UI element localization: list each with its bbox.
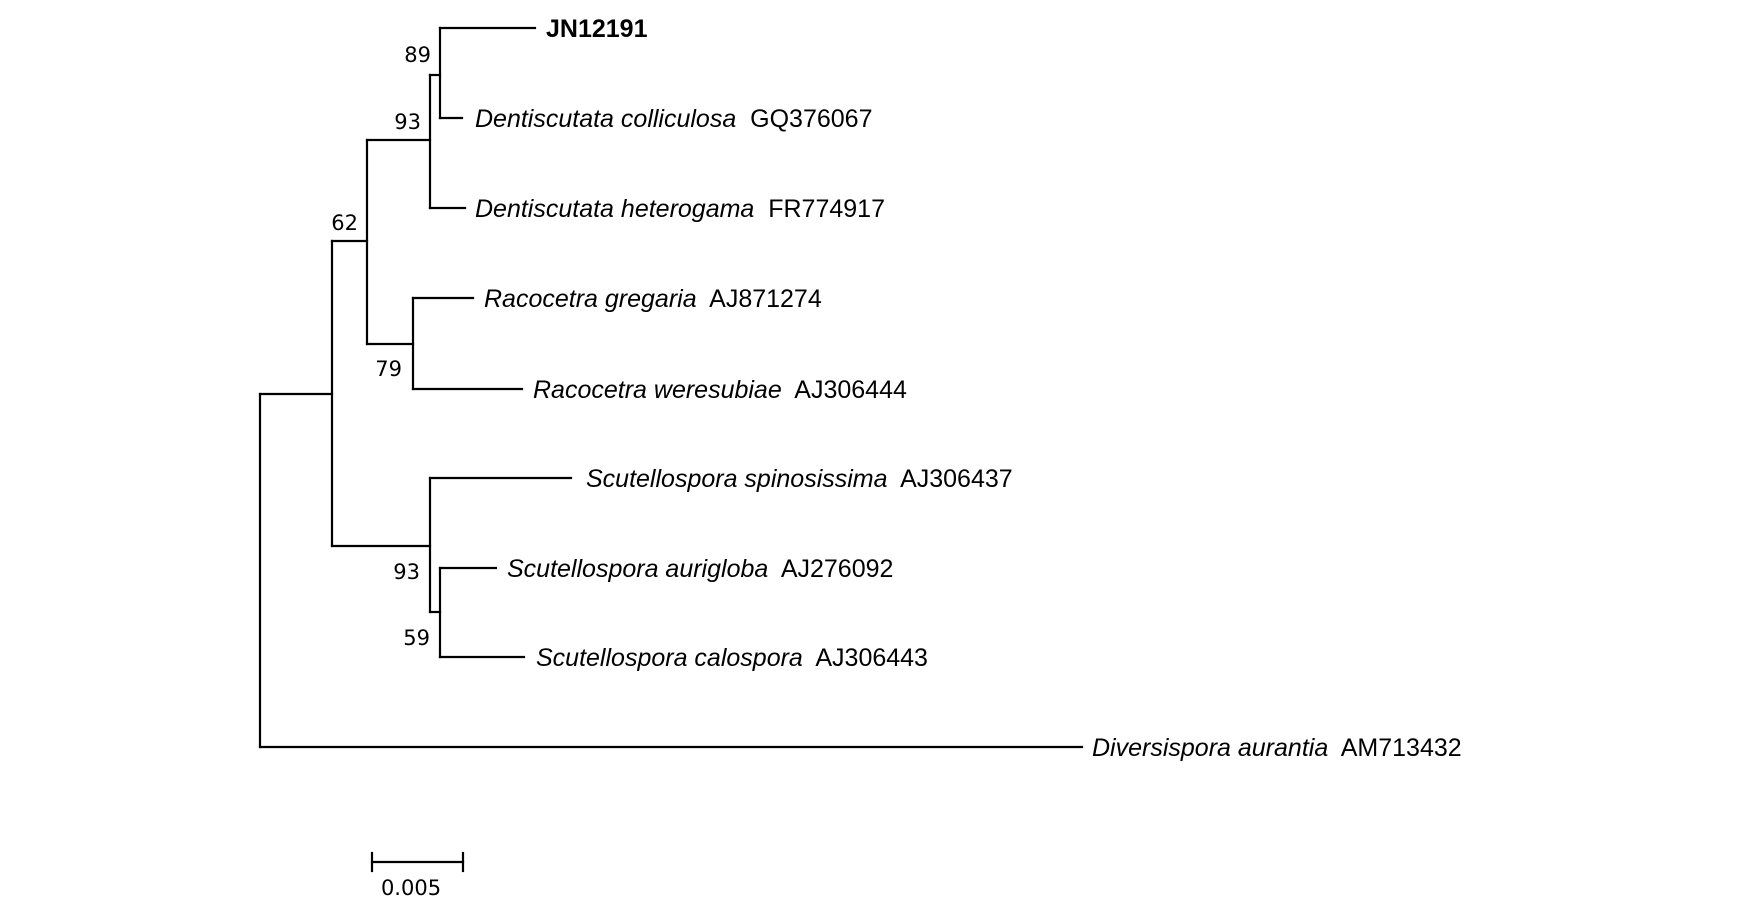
accession: AJ871274 — [709, 285, 822, 313]
tip-label-scutellospora-spinosissima: Scutellospora spinosissima AJ306437 — [586, 465, 1013, 493]
accession: AJ306437 — [900, 465, 1013, 493]
tip-label-racocetra-weresubiae: Racocetra weresubiae AJ306444 — [533, 376, 907, 404]
tip-label-dentiscutata-colliculosa: Dentiscutata colliculosa GQ376067 — [475, 105, 872, 133]
species-name: Diversispora aurantia — [1092, 734, 1335, 762]
tip-label-jn12191: JN12191 — [546, 15, 648, 43]
accession: FR774917 — [768, 195, 885, 223]
bootstrap-value: 89 — [404, 43, 431, 67]
bootstrap-value: 93 — [394, 110, 421, 134]
accession: JN12191 — [546, 15, 648, 43]
species-name: Dentiscutata colliculosa — [475, 105, 743, 133]
accession: AJ306444 — [794, 376, 907, 404]
bootstrap-value: 62 — [331, 211, 358, 235]
tip-label-dentiscutata-heterogama: Dentiscutata heterogama FR774917 — [475, 195, 885, 223]
tip-label-scutellospora-aurigloba: Scutellospora aurigloba AJ276092 — [507, 555, 893, 583]
accession: AM713432 — [1341, 734, 1462, 762]
bootstrap-value: 59 — [403, 626, 430, 650]
species-name: Scutellospora calospora — [536, 644, 810, 672]
tree-branches — [258, 26, 1084, 749]
tip-label-racocetra-gregaria: Racocetra gregaria AJ871274 — [484, 285, 822, 313]
accession: AJ306443 — [815, 644, 928, 672]
species-name: Dentiscutata heterogama — [475, 195, 761, 223]
tip-label-scutellospora-calospora: Scutellospora calospora AJ306443 — [536, 644, 928, 672]
species-name: Racocetra gregaria — [484, 285, 704, 313]
species-name: Scutellospora aurigloba — [507, 555, 775, 583]
species-name: Scutellospora spinosissima — [586, 465, 894, 493]
tip-label-diversispora-aurantia: Diversispora aurantia AM713432 — [1092, 734, 1462, 762]
scale-bar: 0.005 — [370, 851, 465, 900]
accession: GQ376067 — [750, 105, 872, 133]
bootstrap-value: 93 — [393, 560, 420, 584]
scale-bar-label: 0.005 — [381, 876, 441, 900]
bootstrap-values: 89 93 62 79 93 59 — [331, 43, 431, 650]
bootstrap-value: 79 — [375, 357, 402, 381]
species-name: Racocetra weresubiae — [533, 376, 789, 404]
tip-labels: JN12191 Dentiscutata colliculosa GQ37606… — [475, 15, 1462, 762]
accession: AJ276092 — [781, 555, 894, 583]
